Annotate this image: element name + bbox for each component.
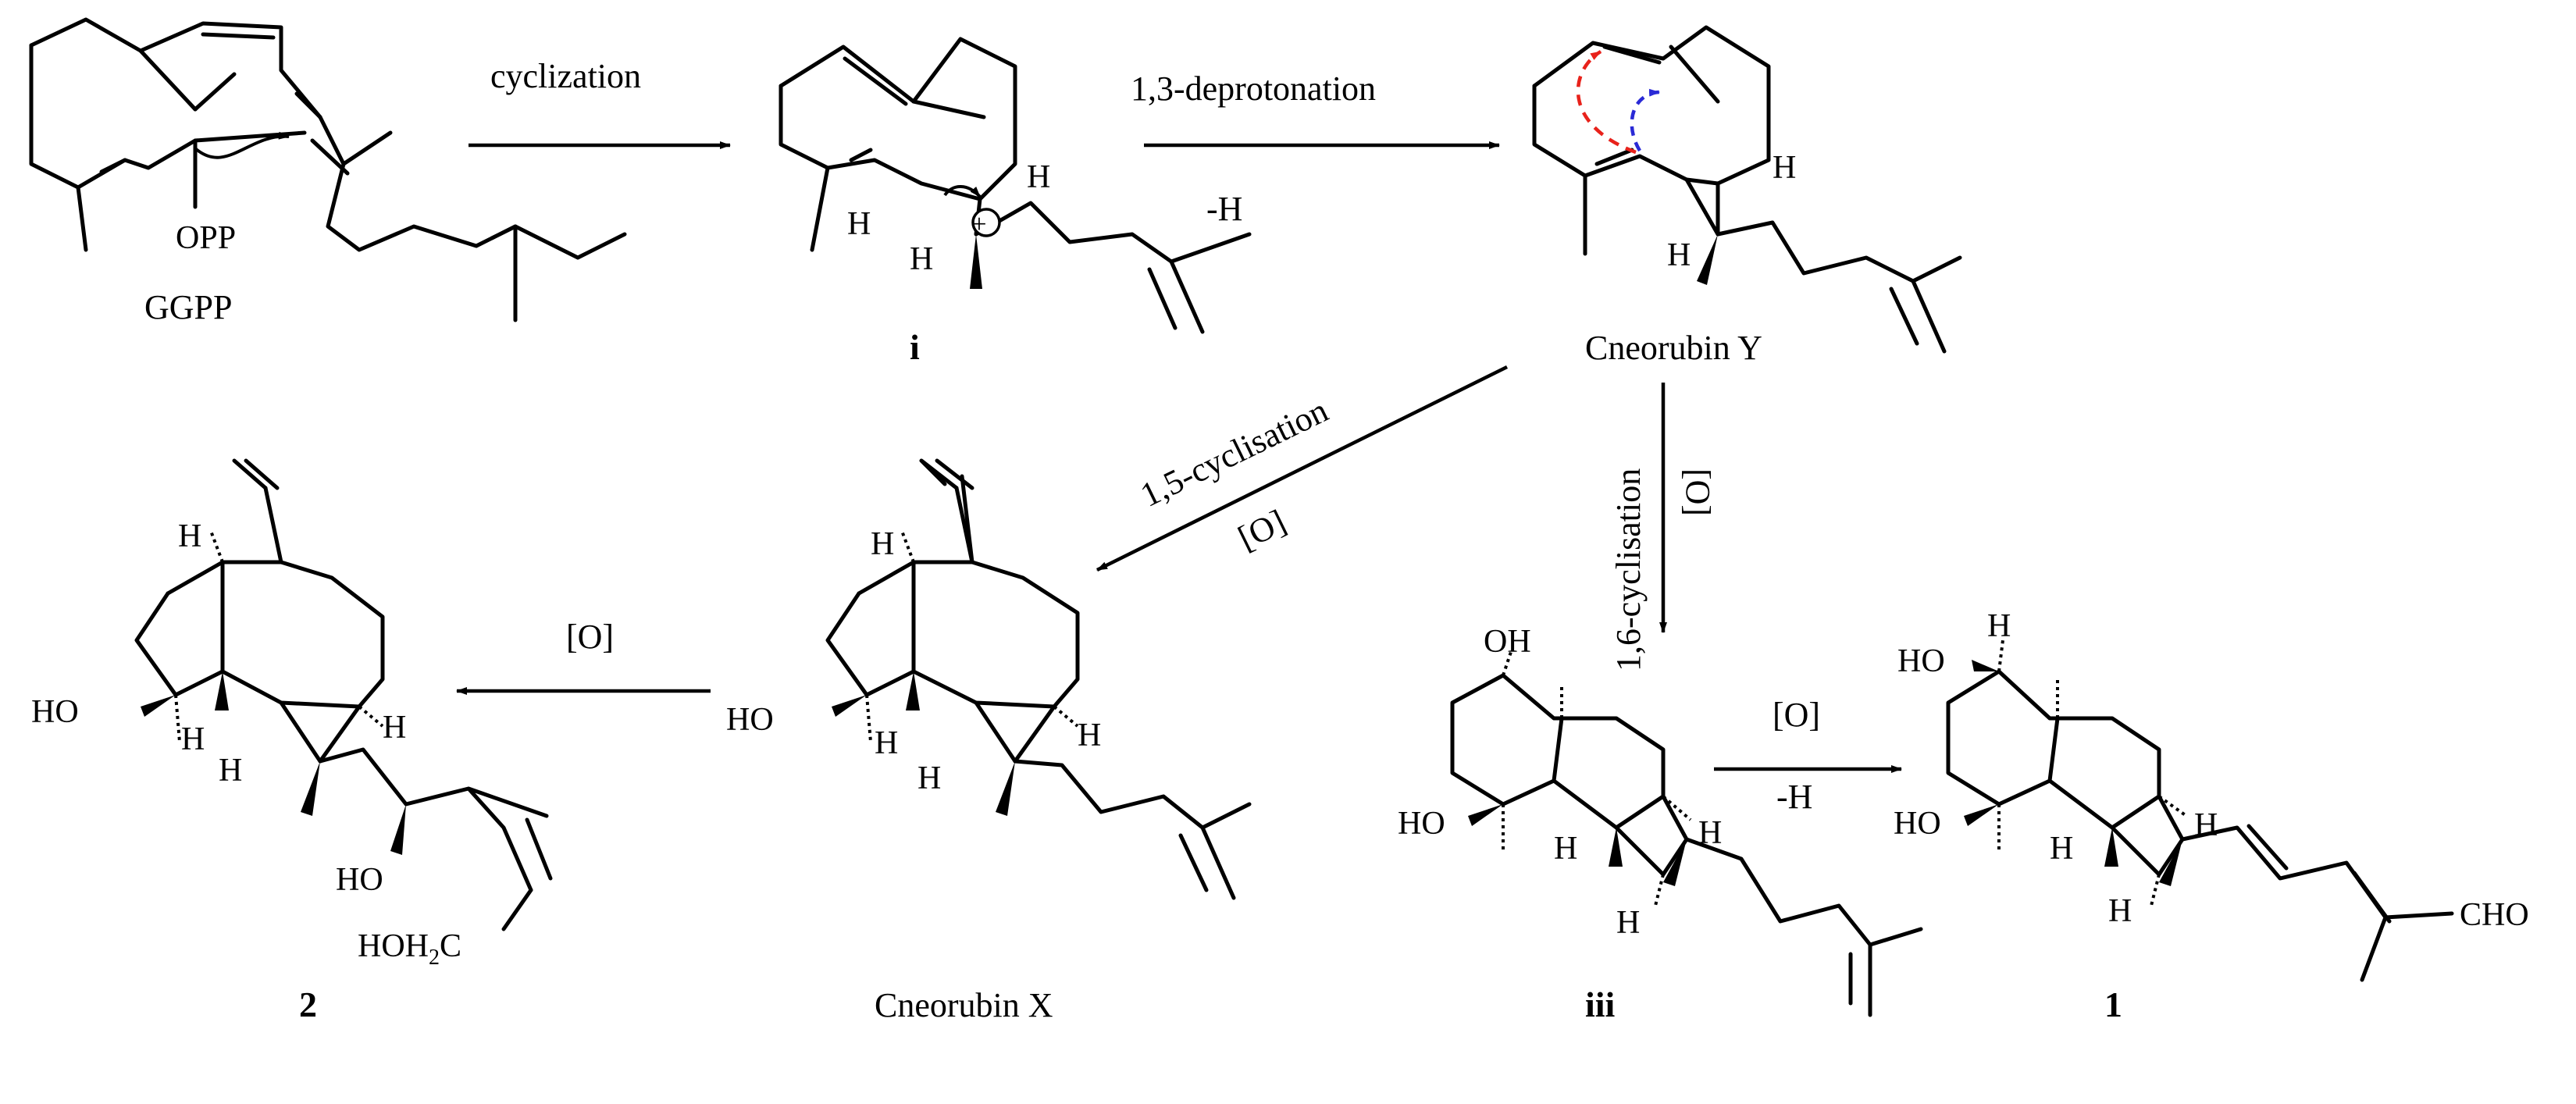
- iii-oh: OH: [1484, 624, 1531, 660]
- x-h1: H: [871, 526, 894, 562]
- c2-h4: H: [383, 710, 406, 746]
- c2-h1: H: [178, 518, 201, 554]
- step-1-6-cyclisation-sub: [O]: [1679, 468, 1717, 516]
- x-ho: HO: [726, 702, 774, 738]
- red-curved-arrow: [1576, 50, 1637, 155]
- structure-1: [1946, 639, 2454, 982]
- step-oxidation-label: [O]: [566, 618, 614, 656]
- cneorubin-x-label: Cneorubin X: [875, 986, 1053, 1024]
- x-h4: H: [1078, 718, 1101, 753]
- iii-label: iii: [1585, 985, 1616, 1024]
- c2-label: 2: [299, 985, 317, 1024]
- c1-ho: HO: [1897, 643, 1945, 679]
- c2-h2: H: [181, 721, 205, 757]
- c1-h1: H: [2050, 831, 2073, 867]
- step-1-6-cyclisation-label: 1,6-cyclisation: [1609, 468, 1648, 671]
- c2-h3: H: [219, 753, 242, 789]
- structure-iii: [1450, 651, 1923, 1017]
- c2-hoh2c: HOH2C: [358, 928, 461, 970]
- blue-curved-arrow: [1630, 88, 1660, 152]
- cation-sign: +: [971, 210, 986, 239]
- step-1-5-cyclisation-label: 1,5-cyclisation: [1135, 391, 1334, 515]
- c1-h3: H: [2194, 807, 2218, 843]
- step-deprotonation-label: 1,3-deprotonation: [1131, 69, 1376, 108]
- iii-ho: HO: [1398, 806, 1445, 842]
- iii-h1: H: [1554, 831, 1577, 867]
- step-cyclization-label: cyclization: [490, 57, 641, 95]
- cneorubin-y-label: Cneorubin Y: [1585, 329, 1762, 367]
- c2-ho2: HO: [336, 862, 383, 898]
- y-h2: H: [1667, 237, 1691, 273]
- c2-ho: HO: [31, 694, 79, 730]
- step-1-5-cyclisation-sub: [O]: [1232, 502, 1292, 557]
- iii-h3: H: [1698, 815, 1722, 851]
- i-h1: H: [1027, 159, 1050, 195]
- c1-h2: H: [2108, 893, 2132, 929]
- c1-cho: CHO: [2460, 897, 2529, 933]
- i-h2: H: [847, 206, 871, 242]
- c1-h: H: [1987, 608, 2011, 644]
- step-oxidation-dehydration-sub: -H: [1776, 778, 1812, 816]
- y-h1: H: [1773, 150, 1796, 186]
- ggpp-label: GGPP: [144, 288, 233, 326]
- structure-cneorubin-x: [825, 458, 1252, 900]
- c1-label: 1: [2104, 985, 2122, 1024]
- i-label: i: [910, 327, 920, 367]
- arrow-1-5-cyclisation: [1096, 365, 1508, 572]
- x-h2: H: [875, 725, 898, 761]
- i-h3: H: [910, 241, 933, 277]
- x-h3: H: [917, 760, 941, 796]
- structure-cneorubin-y: [1532, 25, 1962, 354]
- iii-h2: H: [1616, 905, 1640, 941]
- cation-charge-icon: [971, 208, 1001, 237]
- structure-ggpp: [29, 17, 627, 322]
- structure-i: [779, 37, 1252, 334]
- ggpp-group: OPP: [176, 220, 236, 256]
- structure-2: [134, 458, 553, 931]
- c1-ho2: HO: [1894, 806, 1941, 842]
- step-oxidation-dehydration-label: [O]: [1773, 696, 1820, 734]
- step-deprotonation-sub: -H: [1206, 190, 1242, 228]
